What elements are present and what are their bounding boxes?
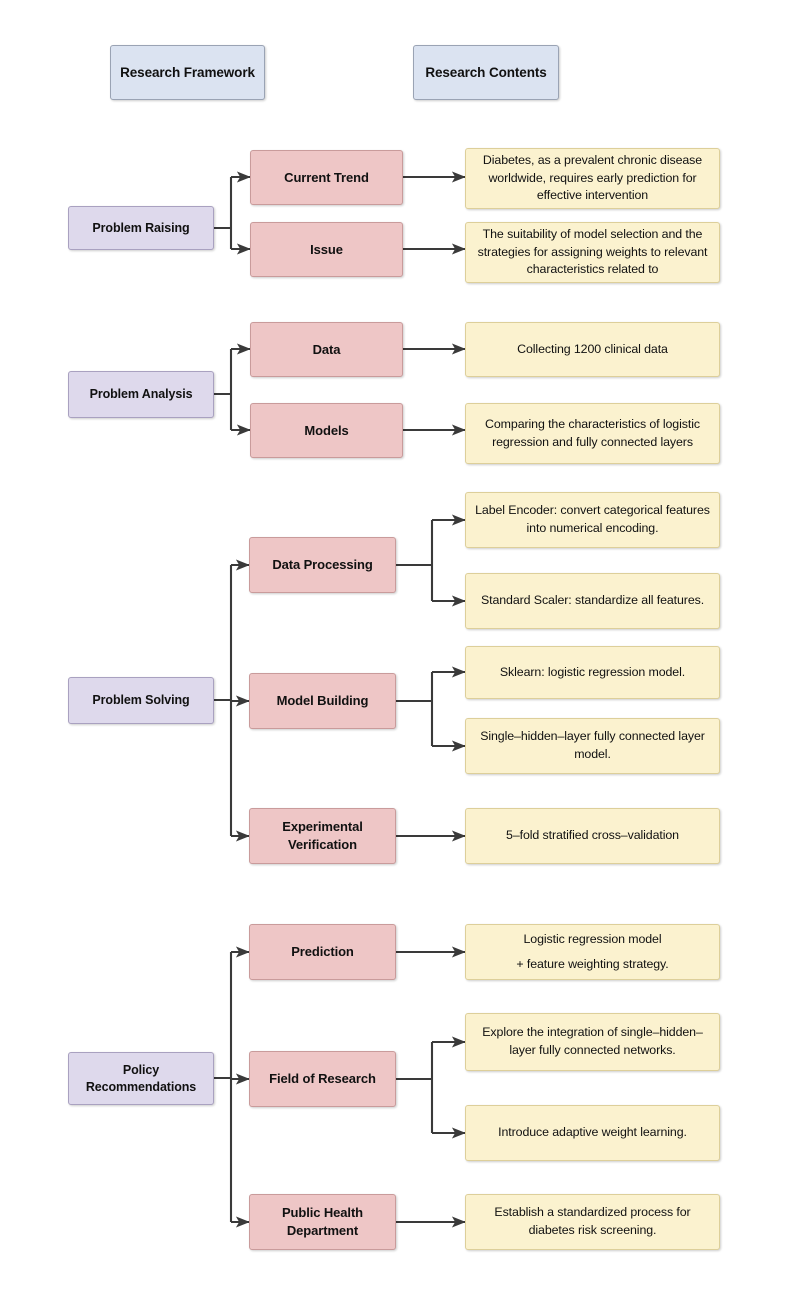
content-standard-scaler-standardize-all-features[interactable]: Standard Scaler: standardize all feature…: [465, 573, 720, 629]
content-single-hidden-layer-fully-connected-laye-label: Single–hidden–layer fully connected laye…: [480, 729, 705, 761]
content-comparing-the-characteristics-of-logisti-label: Comparing the characteristics of logisti…: [485, 416, 700, 449]
header-research-framework-label: Research Framework: [120, 65, 255, 80]
topic-model-building[interactable]: Model Building: [249, 673, 396, 729]
topic-field-of-research[interactable]: Field of Research: [249, 1051, 396, 1107]
content-introduce-adaptive-weight-learning-label: Introduce adaptive weight learning.: [498, 1125, 687, 1140]
content-sklearn-logistic-regression-model-label: Sklearn: logistic regression model.: [499, 664, 686, 679]
topic-issue[interactable]: Issue: [250, 222, 403, 277]
stage-problem-raising-label: Problem Raising: [92, 220, 190, 235]
content-label-encoder-convert-categorical-featur-label: Label Encoder: convert categorical featu…: [475, 503, 710, 535]
topic-prediction-label: Prediction: [291, 944, 354, 960]
topic-prediction[interactable]: Prediction: [249, 924, 396, 980]
topic-issue-label: Issue: [310, 241, 343, 257]
topic-data-label: Data: [312, 341, 341, 357]
content-introduce-adaptive-weight-learning[interactable]: Introduce adaptive weight learning.: [465, 1105, 720, 1161]
header-research-framework[interactable]: Research Framework: [110, 45, 265, 100]
stage-problem-raising[interactable]: Problem Raising: [68, 206, 214, 250]
topic-field-of-research-label: Field of Research: [269, 1071, 376, 1087]
topic-data-processing[interactable]: Data Processing: [249, 537, 396, 593]
content-label-encoder-convert-categorical-featur[interactable]: Label Encoder: convert categorical featu…: [465, 492, 720, 548]
stage-policy-recommendations[interactable]: Policy Recommendations: [68, 1052, 214, 1105]
topic-models[interactable]: Models: [250, 403, 403, 458]
content-collecting-1200-clinical-data[interactable]: Collecting 1200 clinical data: [465, 322, 720, 377]
content-collecting-1200-clinical-data-label: Collecting 1200 clinical data: [517, 341, 668, 356]
content-establish-a-standardized-process-for-dia[interactable]: Establish a standardized process for dia…: [465, 1194, 720, 1250]
topic-experimental-verification[interactable]: Experimental Verification: [249, 808, 396, 864]
content-explore-the-integration-of-single-hidden[interactable]: Explore the integration of single–hidden…: [465, 1013, 720, 1071]
content-comparing-the-characteristics-of-logisti[interactable]: Comparing the characteristics of logisti…: [465, 403, 720, 464]
stage-problem-analysis[interactable]: Problem Analysis: [68, 371, 214, 418]
topic-current-trend-label: Current Trend: [284, 169, 369, 185]
topic-experimental-verification-label: Experimental Verification: [282, 819, 363, 852]
header-research-contents[interactable]: Research Contents: [413, 45, 559, 100]
stage-problem-solving-label: Problem Solving: [92, 693, 190, 708]
content-single-hidden-layer-fully-connected-laye[interactable]: Single–hidden–layer fully connected laye…: [465, 718, 720, 774]
content-logistic-regression-model-feature-weight-label: Logistic regression model + feature weig…: [516, 931, 669, 971]
content-logistic-regression-model-feature-weight[interactable]: Logistic regression model + feature weig…: [465, 924, 720, 980]
content-the-suitability-of-model-selection-and-t[interactable]: The suitability of model selection and t…: [465, 222, 720, 283]
topic-data[interactable]: Data: [250, 322, 403, 377]
topic-public-health-department[interactable]: Public Health Department: [249, 1194, 396, 1250]
content-explore-the-integration-of-single-hidden-label: Explore the integration of single–hidden…: [482, 1025, 703, 1057]
content-diabetes-as-a-prevalent-chronic-disease-[interactable]: Diabetes, as a prevalent chronic disease…: [465, 148, 720, 209]
content-5-fold-stratified-cross-validation-label: 5–fold stratified cross–validation: [506, 828, 679, 843]
content-the-suitability-of-model-selection-and-t-label: The suitability of model selection and t…: [477, 227, 708, 277]
topic-model-building-label: Model Building: [276, 693, 369, 709]
stage-problem-analysis-label: Problem Analysis: [89, 387, 193, 402]
content-standard-scaler-standardize-all-features-label: Standard Scaler: standardize all feature…: [480, 593, 705, 608]
content-sklearn-logistic-regression-model[interactable]: Sklearn: logistic regression model.: [465, 646, 720, 699]
content-diabetes-as-a-prevalent-chronic-disease--label: Diabetes, as a prevalent chronic disease…: [482, 153, 703, 203]
topic-models-label: Models: [304, 422, 349, 438]
header-research-contents-label: Research Contents: [425, 65, 547, 80]
content-5-fold-stratified-cross-validation[interactable]: 5–fold stratified cross–validation: [465, 808, 720, 864]
topic-current-trend[interactable]: Current Trend: [250, 150, 403, 205]
topic-public-health-department-label: Public Health Department: [281, 1205, 364, 1238]
stage-problem-solving[interactable]: Problem Solving: [68, 677, 214, 724]
topic-data-processing-label: Data Processing: [272, 557, 373, 573]
content-establish-a-standardized-process-for-dia-label: Establish a standardized process for dia…: [494, 1205, 691, 1237]
stage-policy-recommendations-label: Policy Recommendations: [85, 1062, 197, 1094]
